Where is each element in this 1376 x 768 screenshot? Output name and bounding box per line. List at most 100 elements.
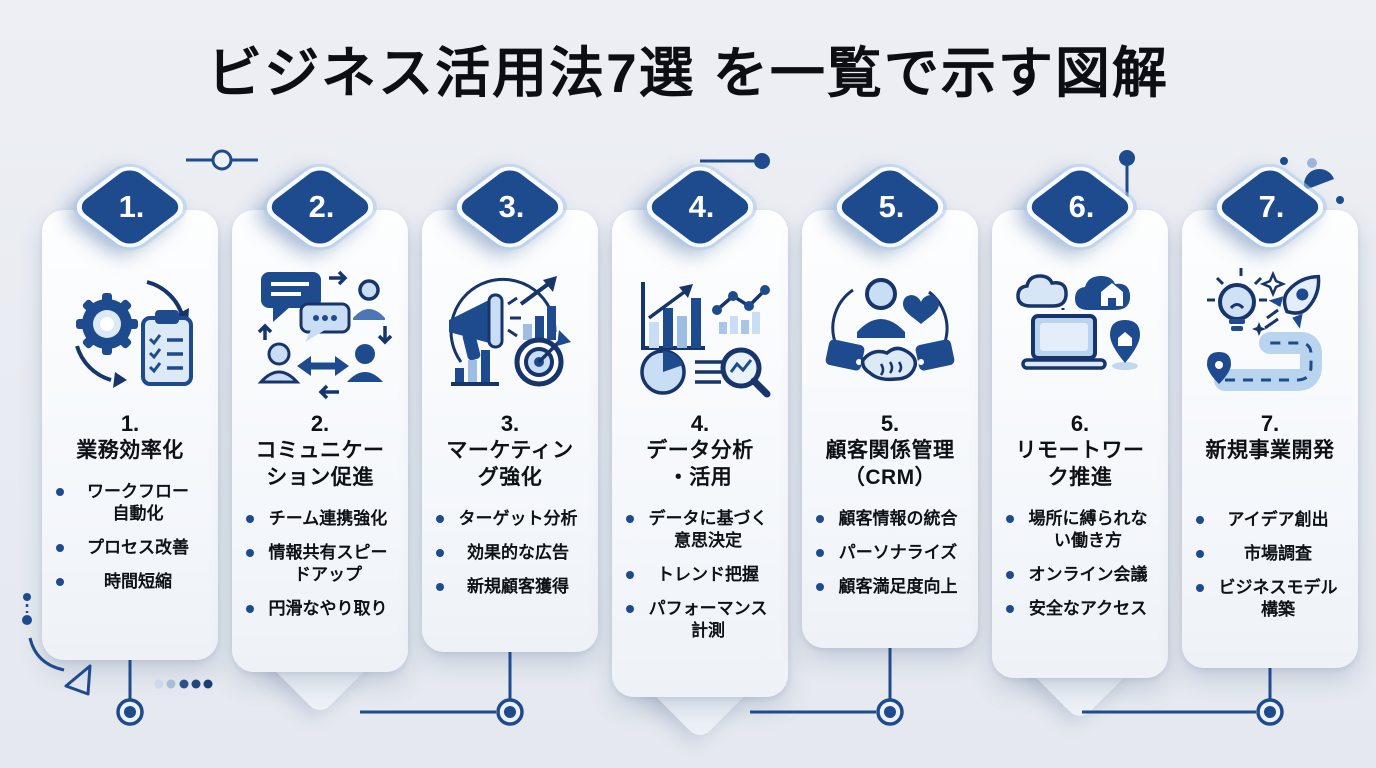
heading-title: データ分析 ・活用: [646, 439, 754, 490]
list-item: チーム連携強化: [242, 508, 400, 530]
heading-number: 7.: [1260, 411, 1280, 436]
page-title: ビジネス活用法7選 を一覧で示す図解: [207, 42, 1169, 104]
heading-title: 業務効率化: [76, 439, 184, 463]
list-item: 効果的な広告: [432, 542, 590, 564]
list-item: 時間短縮: [52, 571, 210, 593]
heading-title: リモートワー ク推進: [1015, 439, 1145, 490]
bullet-dot: [1006, 605, 1014, 614]
list-item: オンライン会議: [1002, 564, 1160, 586]
communication-icon: [232, 258, 408, 406]
heading-number: 3.: [500, 411, 520, 436]
bullet-dot: [816, 514, 824, 523]
bullet-dot: [626, 571, 634, 580]
heading-title: 顧客関係管理 （CRM）: [825, 439, 955, 490]
bullet-dot: [436, 549, 444, 557]
number-badge: 4.: [638, 160, 762, 254]
card-heading: 4. データ分析 ・活用: [612, 410, 788, 492]
bullet-dot: [626, 605, 634, 614]
list-item: データに基づく 意思決定: [622, 508, 780, 552]
list-item: 顧客満足度向上: [812, 576, 970, 598]
usecase-card-2: 2. 2. コミュニケー ション: [232, 160, 408, 716]
badge-number: 7.: [1258, 189, 1285, 224]
number-badge: 3.: [448, 160, 572, 254]
gear-clipboard-icon: [42, 258, 218, 406]
list-item: ビジネスモデル 構築: [1192, 577, 1350, 621]
number-badge: 7.: [1208, 160, 1332, 254]
bullet-dot: [1196, 584, 1204, 593]
data-analytics-icon: [612, 258, 788, 406]
card-arrow-point: [646, 633, 754, 741]
new-business-icon: [1182, 258, 1358, 406]
heading-number: 5.: [880, 411, 900, 436]
number-badge: 1.: [68, 160, 192, 254]
list-item: パフォーマンス 計測: [622, 598, 780, 642]
list-item: 安全なアクセス: [1002, 598, 1160, 620]
card-heading: 1. 業務効率化: [42, 410, 218, 465]
badge-number: 4.: [688, 189, 715, 224]
bullet-list: ワークフロー 自動化 プロセス改善 時間短縮: [42, 481, 218, 593]
list-item: アイデア創出: [1192, 509, 1350, 531]
dot-row: [154, 679, 213, 689]
bullet-dot: [1196, 516, 1204, 525]
bullet-dot: [246, 549, 254, 557]
bullet-dot: [1006, 571, 1014, 580]
bullet-dot: [436, 514, 444, 523]
bullet-dot: [246, 514, 254, 523]
card-heading: 2. コミュニケー ション促進: [232, 410, 408, 492]
bullet-dot: [436, 583, 444, 592]
bullet-dot: [816, 549, 824, 557]
list-item: 新規顧客獲得: [432, 576, 590, 598]
bullet-dot: [56, 544, 64, 553]
usecase-card-7: 7. 7. 新規事業開発 アイデア創出 市場: [1182, 160, 1358, 668]
crm-handshake-icon: [802, 258, 978, 406]
bullet-list: 顧客情報の統合 パーソナライズ 顧客満足度向上: [802, 508, 978, 598]
badge-number: 2.: [308, 189, 335, 224]
bullet-list: アイデア創出 市場調査 ビジネスモデル 構築: [1182, 509, 1358, 621]
list-item: 円滑なやり取り: [242, 598, 400, 620]
bullet-list: ターゲット分析 効果的な広告 新規顧客獲得: [422, 508, 598, 598]
bullet-dot: [56, 578, 64, 587]
heading-number: 4.: [690, 411, 710, 436]
list-item: 顧客情報の統合: [812, 508, 970, 530]
list-item: 場所に縛られな い働き方: [1002, 508, 1160, 552]
card-heading: 5. 顧客関係管理 （CRM）: [802, 410, 978, 492]
list-item: トレンド把握: [622, 564, 780, 586]
number-badge: 2.: [258, 160, 382, 254]
bullet-dot: [1006, 514, 1014, 523]
usecase-card-1: 1. 1. 業務効: [42, 160, 218, 660]
badge-number: 1.: [118, 189, 145, 224]
remote-work-icon: [992, 258, 1168, 406]
usecase-card-5: 5. 5. 顧客関係管理 （CRM） 顧客情報の統合 パーソナライズ 顧客満足度…: [802, 160, 978, 648]
list-item: パーソナライズ: [812, 542, 970, 564]
heading-title: コミュニケー ション促進: [255, 439, 385, 490]
usecase-card-6: 6. 6. リモートワー ク推進 場所に縛られな い働き方 オンライン会議 安全…: [992, 160, 1168, 722]
badge-number: 6.: [1068, 189, 1095, 224]
card-heading: 6. リモートワー ク推進: [992, 410, 1168, 492]
usecase-card-3: 3. 3. マーケティン グ強化 ターゲット分析: [422, 160, 598, 652]
bullet-dot: [1196, 550, 1204, 559]
bullet-list: 場所に縛られな い働き方 オンライン会議 安全なアクセス: [992, 508, 1168, 620]
bullet-list: データに基づく 意思決定 トレンド把握 パフォーマンス 計測: [612, 508, 788, 642]
list-item: 情報共有スピー ドアップ: [242, 542, 400, 586]
card-heading: 3. マーケティン グ強化: [422, 410, 598, 492]
usecase-card-4: 4. 4.: [612, 160, 788, 741]
card-arrow-point: [266, 608, 374, 716]
list-item: ターゲット分析: [432, 508, 590, 530]
heading-title: マーケティン グ強化: [446, 439, 574, 490]
bullet-list: チーム連携強化 情報共有スピー ドアップ 円滑なやり取り: [232, 508, 408, 620]
number-badge: 5.: [828, 160, 952, 254]
dot-node: [754, 153, 770, 169]
bullet-dot: [816, 583, 824, 592]
ring-node-row: [116, 698, 1284, 726]
bullet-dot: [56, 488, 64, 497]
bullet-dot: [626, 514, 634, 523]
number-badge: 6.: [1018, 160, 1142, 254]
list-item: プロセス改善: [52, 537, 210, 559]
list-item: 市場調査: [1192, 543, 1350, 565]
marketing-icon: [422, 258, 598, 406]
card-heading: 7. 新規事業開発: [1182, 410, 1358, 465]
list-item: ワークフロー 自動化: [52, 481, 210, 525]
heading-title: 新規事業開発: [1205, 439, 1335, 463]
badge-number: 3.: [498, 189, 525, 224]
card-arrow-point: [1026, 614, 1134, 722]
